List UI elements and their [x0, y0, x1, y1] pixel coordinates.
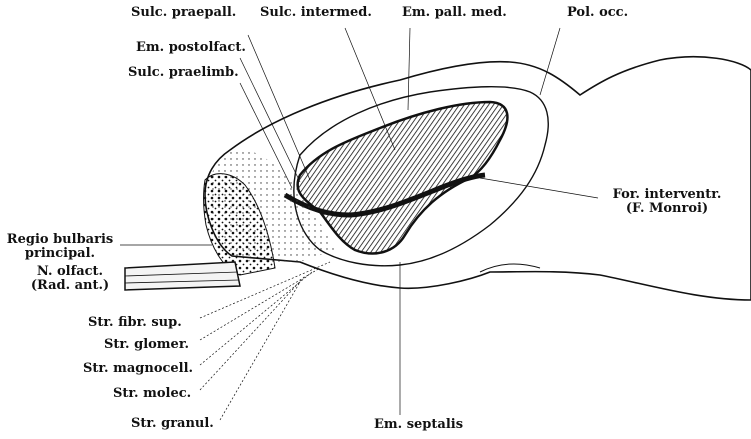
label-str-granul: Str. granul.: [131, 417, 214, 431]
label-str-fibr-sup: Str. fibr. sup.: [88, 316, 182, 330]
label-n-olfact-line1: N. olfact.: [20, 265, 120, 279]
label-em-septalis: Em. septalis: [374, 418, 463, 432]
label-n-olfact-line2: (Rad. ant.): [20, 279, 120, 293]
label-str-magnocell: Str. magnocell.: [83, 362, 193, 376]
label-for-interventr-line1: For. interventr.: [597, 188, 737, 202]
label-for-interventr: For. interventr. (F. Monroi): [597, 188, 737, 217]
label-regio-bulbaris-line2: principal.: [0, 247, 120, 261]
label-str-molec: Str. molec.: [113, 387, 191, 401]
label-regio-bulbaris: Regio bulbaris principal.: [0, 233, 120, 262]
olfactory-nerve: [125, 262, 240, 290]
label-sulc-praepall: Sulc. praepall.: [131, 6, 236, 20]
label-em-postolfact: Em. postolfact.: [136, 41, 246, 55]
brainstem-line: [480, 264, 540, 272]
label-em-pall-med: Em. pall. med.: [402, 6, 507, 20]
label-pol-occ: Pol. occ.: [567, 6, 628, 20]
label-str-glomer: Str. glomer.: [104, 338, 189, 352]
label-for-interventr-line2: (F. Monroi): [597, 202, 737, 216]
label-n-olfact: N. olfact. (Rad. ant.): [20, 265, 120, 294]
label-sulc-praelimb: Sulc. praelimb.: [128, 66, 239, 80]
label-regio-bulbaris-line1: Regio bulbaris: [0, 233, 120, 247]
label-sulc-intermed: Sulc. intermed.: [260, 6, 372, 20]
